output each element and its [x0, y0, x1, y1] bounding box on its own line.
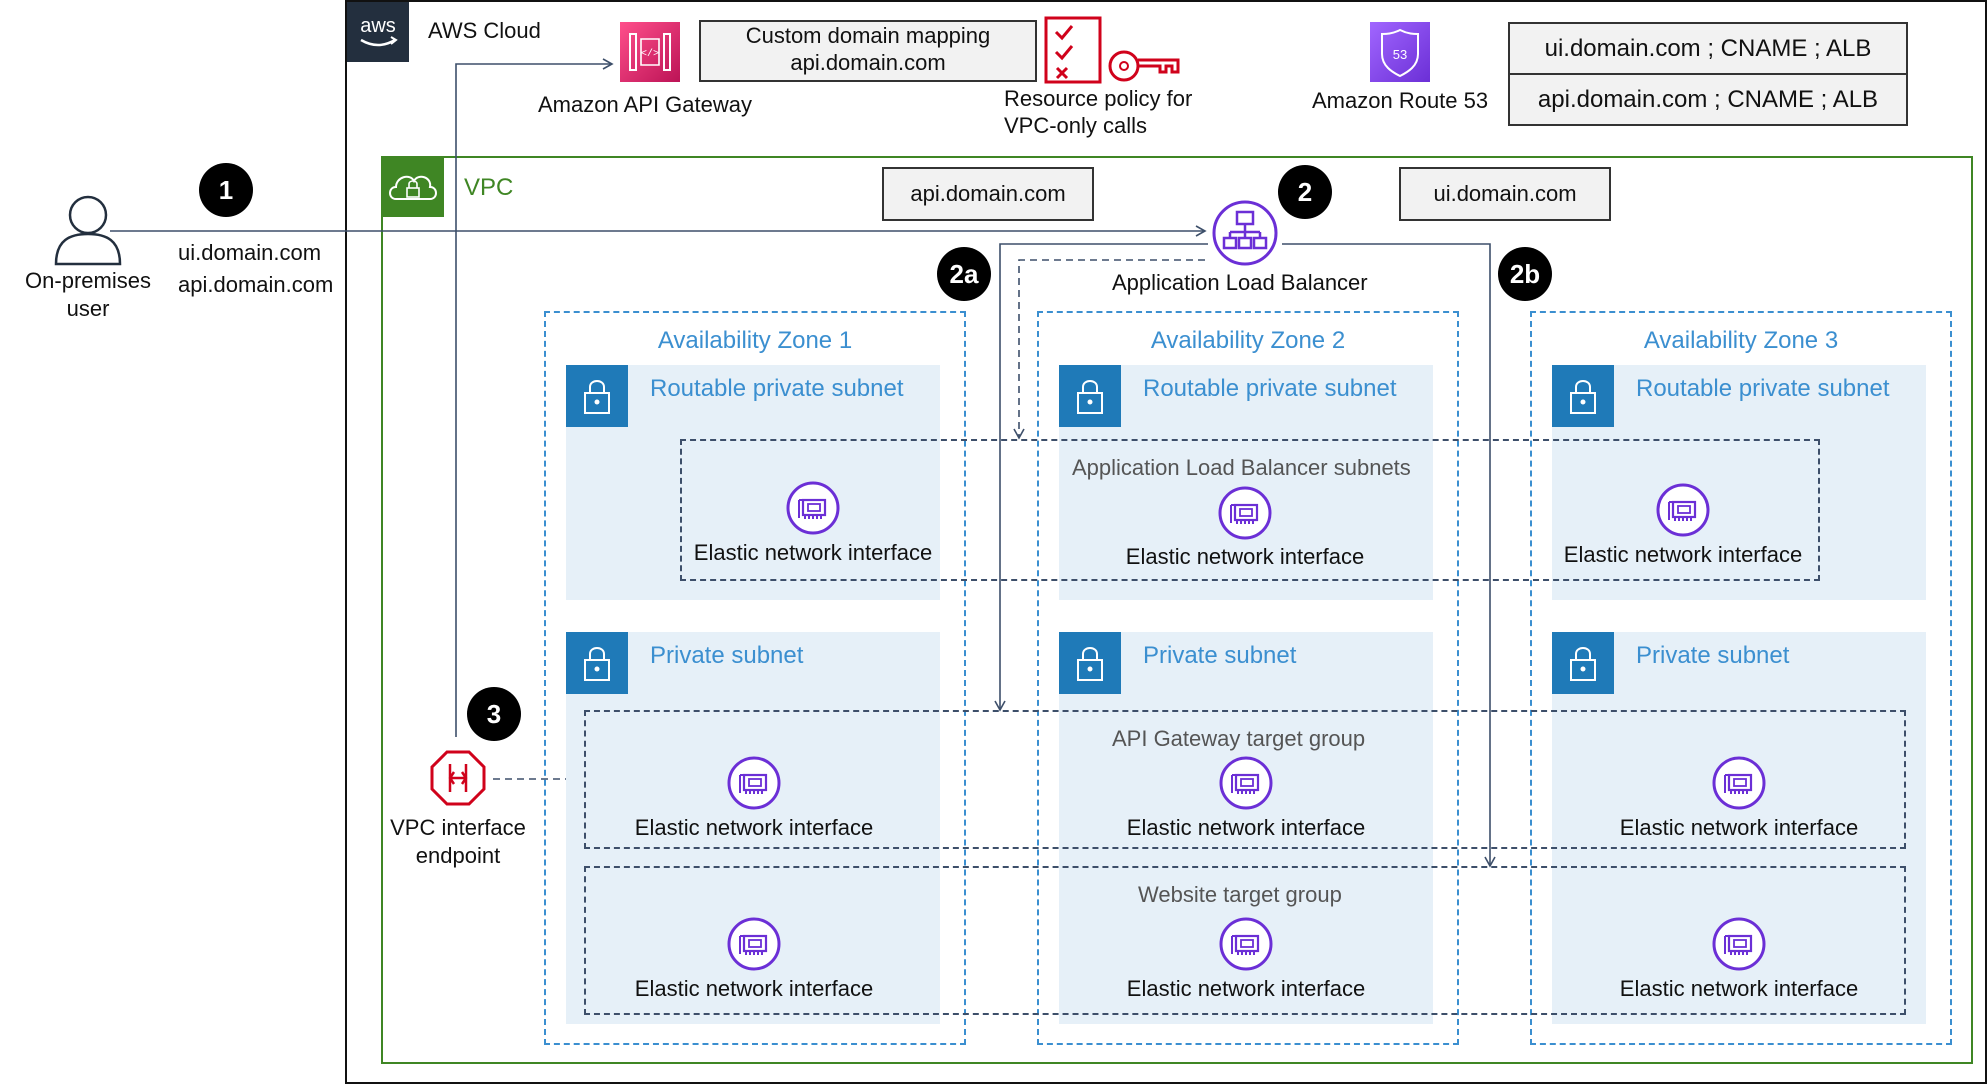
step-badge-2a: 2a: [937, 247, 991, 301]
endpoint-to-apigw-arrow: [455, 58, 614, 737]
vpc-cloud-lock-icon: [382, 157, 444, 217]
step-badge-2b: 2b: [1498, 247, 1552, 301]
eni-az3-web-label: Elastic network interface: [1619, 976, 1859, 1001]
step-badge-1: 1: [199, 163, 253, 217]
network-interface-icon[interactable]: [726, 755, 782, 811]
alb-to-api-target-arrow: [994, 243, 1208, 712]
lock-icon: [566, 632, 628, 694]
vpc-frame: [381, 156, 1973, 1064]
network-interface-icon[interactable]: [1711, 755, 1767, 811]
routable-subnet-az1: Routable private subnet: [566, 365, 940, 600]
alb-subnets-group-label: Application Load Balancer subnets: [1072, 455, 1411, 480]
route53-label: Amazon Route 53: [1312, 88, 1489, 113]
step-badge-2: 2: [1278, 165, 1332, 219]
alb-api-domain-box: api.domain.com: [882, 167, 1094, 221]
user-label-line1: On-premises: [25, 268, 151, 293]
subnet-title: Routable private subnet: [1636, 375, 1890, 402]
svg-text:</>: </>: [641, 48, 659, 60]
eni-az1-api-label: Elastic network interface: [634, 815, 874, 840]
eni-az3-api-label: Elastic network interface: [1619, 815, 1859, 840]
az-title: Availability Zone 1: [657, 327, 853, 354]
user-icon: [50, 192, 126, 268]
availability-zone-1: Availability Zone 1: [544, 311, 966, 1045]
resource-policy-line1: Resource policy for: [1004, 86, 1193, 111]
custom-domain-line2: api.domain.com: [790, 50, 946, 75]
network-interface-icon[interactable]: [785, 480, 841, 536]
network-interface-icon[interactable]: [1217, 485, 1273, 541]
network-interface-icon[interactable]: [726, 916, 782, 972]
az-title: Availability Zone 3: [1643, 327, 1839, 354]
eni-az2-alb-label: Elastic network interface: [1125, 544, 1365, 569]
aws-cloud-label: AWS Cloud: [428, 18, 541, 43]
step-badge-3: 3: [467, 687, 521, 741]
lock-icon: [1552, 632, 1614, 694]
alb-subnets-group: [680, 439, 1820, 581]
route53-records-table: ui.domain.com ; CNAME ; ALB api.domain.c…: [1508, 22, 1908, 126]
availability-zone-3: Availability Zone 3: [1530, 311, 1952, 1045]
api-target-group-label: API Gateway target group: [1112, 726, 1366, 751]
website-target-group: [584, 866, 1906, 1015]
website-target-group-label: Website target group: [1138, 882, 1342, 907]
svg-text:53: 53: [1393, 47, 1407, 62]
custom-domain-line1: Custom domain mapping: [745, 23, 991, 48]
routable-subnet-az2: Routable private subnet: [1059, 365, 1433, 600]
route53-record: ui.domain.com ; CNAME ; ALB: [1510, 24, 1906, 75]
vpc-label: VPC: [464, 174, 514, 201]
api-gateway-icon[interactable]: </>: [620, 22, 680, 82]
lock-icon: [566, 365, 628, 427]
subnet-title: Routable private subnet: [650, 375, 904, 402]
routable-subnet-az3: Routable private subnet: [1552, 365, 1926, 600]
subnet-title: Private subnet: [1143, 642, 1297, 669]
user-label-line2: user: [66, 296, 110, 321]
subnet-title: Private subnet: [650, 642, 804, 669]
route53-icon[interactable]: 53: [1370, 22, 1430, 82]
svg-text:aws: aws: [360, 15, 396, 37]
availability-zone-2: Availability Zone 2: [1037, 311, 1459, 1045]
lock-icon: [1059, 365, 1121, 427]
lock-icon: [1059, 632, 1121, 694]
load-balancer-icon[interactable]: [1210, 198, 1280, 268]
az-title: Availability Zone 2: [1150, 327, 1346, 354]
eni-az1-web-label: Elastic network interface: [634, 976, 874, 1001]
checklist-key-icon: [1044, 16, 1184, 84]
eni-az1-alb-label: Elastic network interface: [693, 540, 933, 565]
alb-to-website-target-arrow: [1282, 243, 1496, 868]
resource-policy-line2: VPC-only calls: [1004, 113, 1148, 138]
user-request-ui: ui.domain.com: [178, 240, 322, 265]
alb-to-alb-subnets-arrow: [1013, 259, 1205, 440]
eni-az3-alb-label: Elastic network interface: [1563, 542, 1803, 567]
api-gateway-label: Amazon API Gateway: [538, 92, 752, 117]
custom-domain-box: Custom domain mapping api.domain.com: [699, 20, 1037, 82]
network-interface-icon[interactable]: [1711, 916, 1767, 972]
subnet-title: Routable private subnet: [1143, 375, 1397, 402]
alb-label: Application Load Balancer: [1112, 270, 1368, 295]
aws-cloud-frame: [345, 0, 1987, 1084]
vpc-endpoint-label-line1: VPC interface: [390, 815, 526, 840]
vpc-endpoint-label-line2: endpoint: [415, 843, 501, 868]
network-interface-icon[interactable]: [1218, 916, 1274, 972]
network-interface-icon[interactable]: [1655, 482, 1711, 538]
route53-record: api.domain.com ; CNAME ; ALB: [1537, 86, 1879, 113]
user-request-api: api.domain.com: [178, 272, 334, 297]
eni-az2-web-label: Elastic network interface: [1126, 976, 1366, 1001]
api-target-group: [584, 710, 1906, 849]
alb-ui-domain-box: ui.domain.com: [1399, 167, 1611, 221]
lock-icon: [1552, 365, 1614, 427]
private-subnet-az1: Private subnet: [566, 632, 940, 1024]
vpc-endpoint-icon[interactable]: [430, 750, 486, 806]
aws-logo-icon: aws: [347, 2, 409, 62]
network-interface-icon[interactable]: [1218, 755, 1274, 811]
subnet-title: Private subnet: [1636, 642, 1790, 669]
eni-az2-api-label: Elastic network interface: [1126, 815, 1366, 840]
